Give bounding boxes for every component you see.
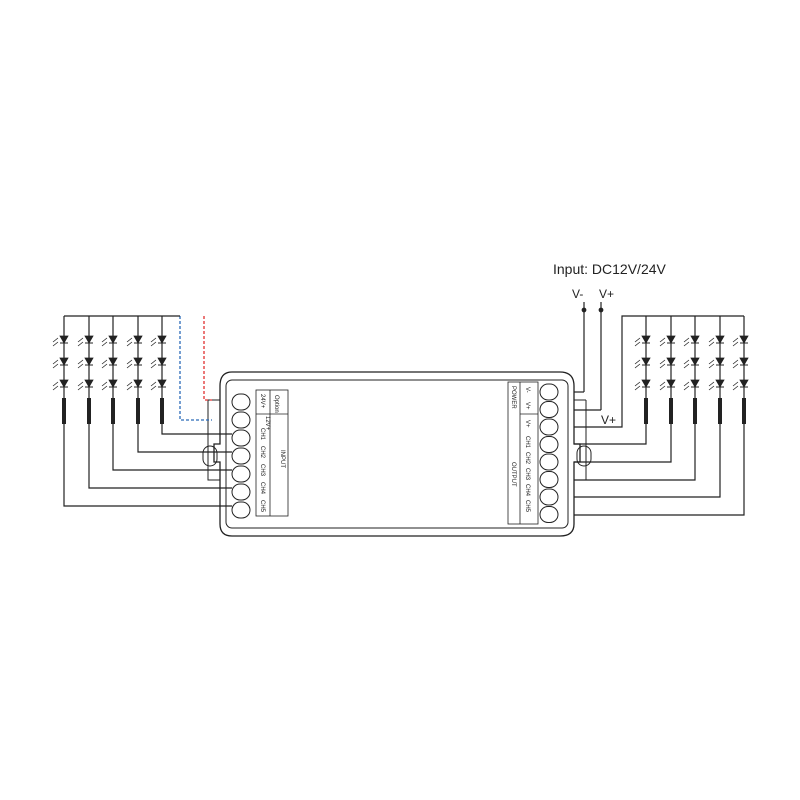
output-title: OUTPUT [510,462,516,487]
option-jumper-wires [179,316,212,421]
led-icon [59,357,69,366]
led-icon [715,379,725,388]
led-string [126,316,143,424]
led-icon [690,335,700,344]
output-terminal-label: CH4 [524,484,530,497]
resistor-icon [669,398,673,424]
led-icon [133,379,143,388]
supply-v-minus-label: V- [572,287,583,301]
resistor-icon [87,398,91,424]
output-terminal-screw [539,488,559,506]
led-icon [59,335,69,344]
led-string [634,316,651,424]
resistor-icon [62,398,66,424]
power-terminal-v-plus: V+ [524,402,530,410]
input-terminal-screw [231,411,251,429]
input-channel-label: CH1 [259,428,265,441]
resistor-icon [718,398,722,424]
led-icon [157,357,167,366]
led-string [77,316,94,424]
resistor-icon [742,398,746,424]
resistor-icon [111,398,115,424]
led-icon [690,379,700,388]
output-terminal-label: V+ [524,420,530,428]
output-terminal-screw [539,471,559,488]
led-icon [739,335,749,344]
led-icon [715,335,725,344]
output-terminal-label: CH3 [524,468,530,481]
led-string [732,316,749,424]
input-terminal-screw [231,429,251,447]
led-icon [666,335,676,344]
output-terminal-strip [539,383,559,523]
input-title: INPUT [279,450,285,468]
output-terminal-screw [539,453,559,471]
led-icon [739,357,749,366]
led-icon [641,379,651,388]
led-icon [84,379,94,388]
output-terminal-screw [539,418,559,436]
led-icon [739,379,749,388]
output-terminal-label: CH5 [524,500,530,513]
supply-v-plus-label: V+ [599,287,614,301]
input-channel-label: CH2 [259,446,265,459]
led-string [150,316,167,424]
input-terminal-screw [231,447,251,465]
controller-housing [202,371,592,537]
led-icon [666,357,676,366]
input-channel-label: CH4 [259,482,265,495]
output-terminal-screw [539,506,559,523]
supply-wires [574,302,604,411]
led-string [52,316,69,424]
led-icon [641,335,651,344]
led-icon [715,357,725,366]
input-terminal-screw [231,393,251,411]
led-string [708,316,725,424]
led-icon [59,379,69,388]
led-icon [108,379,118,388]
input-led-strings [52,316,167,424]
input-terminal-strip [231,393,251,519]
led-icon [108,335,118,344]
output-terminal-label: CH1 [524,436,530,449]
input-option-24v: 24V+ [259,394,265,409]
input-channel-label: CH5 [259,500,265,513]
output-terminal-screw [539,401,559,418]
led-icon [690,357,700,366]
input-terminal-screw [231,501,251,519]
led-icon [641,357,651,366]
led-icon [666,379,676,388]
led-icon [84,335,94,344]
resistor-icon [693,398,697,424]
resistor-icon [644,398,648,424]
resistor-icon [136,398,140,424]
supply-title: Input: DC12V/24V [553,261,667,277]
power-title: POWER [510,386,516,409]
output-led-strings [634,316,749,424]
input-option-label: Option [273,395,279,413]
led-icon [133,357,143,366]
output-terminal-screw [539,383,559,401]
output-terminal-label: CH2 [524,452,530,465]
led-icon [108,357,118,366]
led-icon [133,335,143,344]
led-string [101,316,118,424]
input-channel-label: CH3 [259,464,265,477]
supply-v-plus-out-label: V+ [601,413,616,427]
led-icon [84,357,94,366]
output-terminal-screw [539,436,559,453]
power-terminal-v-minus: V- [524,387,530,393]
led-string [683,316,700,424]
input-terminal-screw [231,483,251,501]
led-string [659,316,676,424]
input-terminal-screw [231,465,251,483]
led-icon [157,379,167,388]
led-icon [157,335,167,344]
channel-wires [63,315,745,516]
resistor-icon [160,398,164,424]
input-option-12v: 12V+ [264,416,270,431]
